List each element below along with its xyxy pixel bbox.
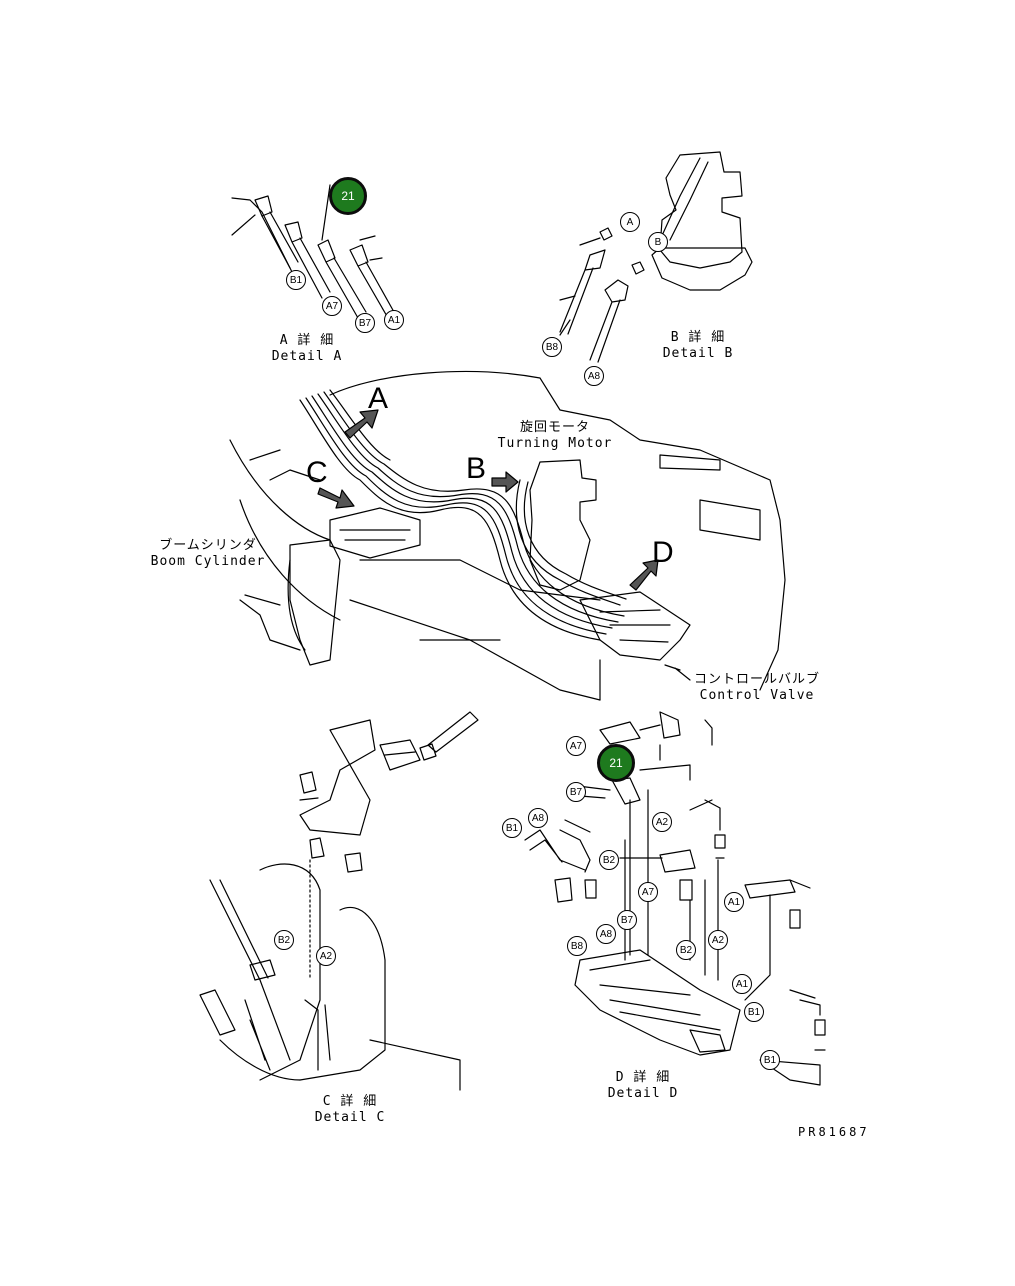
callout-d-b7b: B7 [617,910,637,930]
detail-c-en: Detail C [314,1110,386,1125]
callout-b-a: A [620,212,640,232]
drawing-code: PR81687 [798,1125,870,1139]
callout-d-a2: A2 [652,812,672,832]
callout-d-b2b: B2 [676,940,696,960]
callout-d-b2: B2 [599,850,619,870]
part-badge-21-top[interactable]: 21 [329,177,367,215]
boom-cylinder-en: Boom Cylinder [150,554,266,569]
view-letter-c: C [306,456,328,489]
boom-cylinder-label: ブームシリンダ Boom Cylinder [148,538,268,570]
callout-d-a1: A1 [724,892,744,912]
callout-d-b7: B7 [566,782,586,802]
detail-d-jp: D 詳 細 [615,1070,671,1085]
detail-d-en: Detail D [607,1086,679,1101]
detail-b-en: Detail B [662,346,734,361]
callout-d-a8: A8 [528,808,548,828]
boom-cylinder-jp: ブームシリンダ [159,538,257,553]
callout-c-b2: B2 [274,930,294,950]
main-assembly-drawing [229,370,786,701]
detail-d-caption: D 詳 細 Detail D [598,1070,688,1102]
detail-c-drawing [199,711,479,1091]
callout-a-b1: B1 [286,270,306,290]
callout-d-a1b: A1 [732,974,752,994]
callout-d-b1b: B1 [744,1002,764,1022]
turning-motor-jp: 旋回モータ [519,420,590,435]
callout-d-b1: B1 [502,818,522,838]
callout-d-b8: B8 [567,936,587,956]
callout-c-a2: A2 [316,946,336,966]
view-letter-d: D [652,536,674,569]
part-badge-21-bottom[interactable]: 21 [597,744,635,782]
callout-b-b: B [648,232,668,252]
control-valve-label: コントロールバルブ Control Valve [692,672,822,704]
detail-c-jp: C 詳 細 [322,1094,378,1109]
view-letter-a: A [368,382,389,415]
view-letter-b: B [466,452,487,485]
detail-b-caption: B 詳 細 Detail B [653,330,743,362]
callout-d-a8b: A8 [596,924,616,944]
detail-b-drawing [559,151,753,363]
callout-a-a7: A7 [322,296,342,316]
turning-motor-en: Turning Motor [497,436,613,451]
control-valve-jp: コントロールバルブ [693,672,820,687]
callout-d-a7b: A7 [638,882,658,902]
callout-d-a2b: A2 [708,930,728,950]
control-valve-en: Control Valve [699,688,815,703]
detail-a-en: Detail A [271,349,343,364]
callout-d-a7: A7 [566,736,586,756]
callout-d-b1c: B1 [760,1050,780,1070]
detail-a-drawing [231,184,395,319]
detail-b-jp: B 詳 細 [670,330,726,345]
detail-c-caption: C 詳 細 Detail C [305,1094,395,1126]
callout-b-a8: A8 [584,366,604,386]
callout-a-b7: B7 [355,313,375,333]
callout-b-b8: B8 [542,337,562,357]
detail-a-jp: A 詳 細 [279,333,335,348]
turning-motor-label: 旋回モータ Turning Motor [490,420,620,452]
detail-d-drawing [524,711,826,1086]
callout-a-a1: A1 [384,310,404,330]
detail-a-caption: A 詳 細 Detail A [262,333,352,365]
